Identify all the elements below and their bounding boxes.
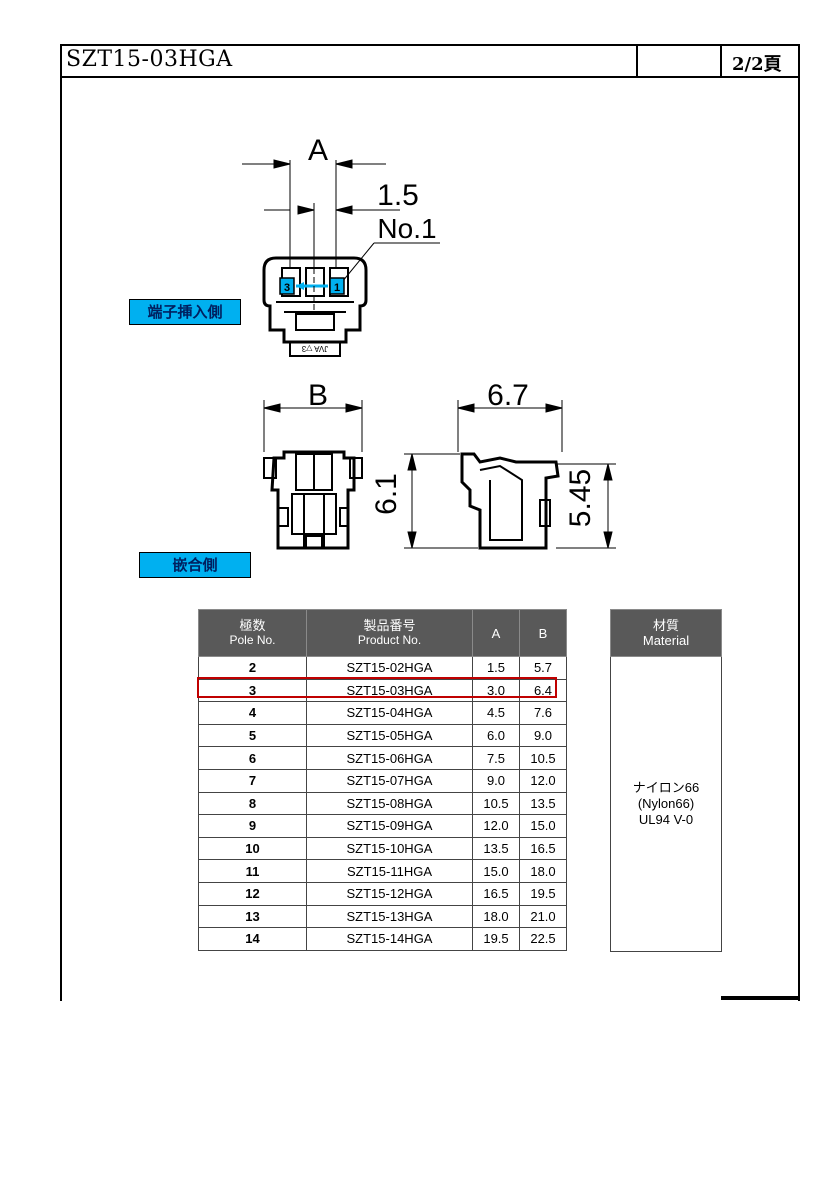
b-value-cell: 21.0 [519, 904, 567, 929]
a-value-cell: 12.0 [472, 814, 520, 838]
pole-cell: 14 [198, 927, 307, 951]
material-cell: ナイロン66(Nylon66)UL94 V-0 [610, 656, 722, 952]
dim-b-label: B [308, 379, 328, 412]
front-view [263, 400, 363, 550]
dim-depth-label: 6.7 [487, 379, 529, 412]
b-value-cell: 12.0 [519, 768, 567, 793]
dim-height1-label: 6.1 [370, 473, 403, 515]
b-value-cell: 16.5 [519, 836, 567, 861]
title-block: SZT15-03HGA [60, 44, 798, 78]
page-divider [720, 44, 722, 76]
no1-label: No.1 [377, 213, 436, 244]
product-cell: SZT15-05HGA [306, 723, 473, 748]
a-value-cell: 15.0 [472, 859, 520, 883]
a-value-cell: 13.5 [472, 836, 520, 861]
product-cell: SZT15-09HGA [306, 814, 473, 838]
pole-cell: 11 [198, 859, 307, 883]
b-value-cell: 10.5 [519, 746, 567, 770]
dim-pitch-label: 1.5 [377, 179, 419, 212]
product-cell: SZT15-14HGA [306, 927, 473, 951]
a-header: A [472, 609, 520, 657]
mating-side-label: 嵌合側 [139, 552, 251, 578]
b-value-cell: 15.0 [519, 814, 567, 838]
document-title: SZT15-03HGA [66, 47, 233, 72]
a-value-cell: 1.5 [472, 656, 520, 680]
b-value-cell: 13.5 [519, 791, 567, 816]
dim-height2-label: 5.45 [564, 469, 597, 527]
product-cell: SZT15-07HGA [306, 768, 473, 793]
a-value-cell: 18.0 [472, 904, 520, 929]
pole-cell: 8 [198, 791, 307, 816]
b-value-cell: 5.7 [519, 656, 567, 680]
a-value-cell: 4.5 [472, 701, 520, 725]
dim-a-label: A [308, 134, 328, 167]
product-cell: SZT15-11HGA [306, 859, 473, 883]
pole-cell: 10 [198, 836, 307, 861]
pole-cell: 2 [198, 656, 307, 680]
product-cell: SZT15-04HGA [306, 701, 473, 725]
b-value-cell: 7.6 [519, 701, 567, 725]
page-number: 2/2頁 [732, 54, 782, 75]
a-value-cell: 9.0 [472, 768, 520, 793]
a-value-cell: 10.5 [472, 791, 520, 816]
pole-cell: 7 [198, 768, 307, 793]
a-value-cell: 6.0 [472, 723, 520, 748]
product-cell: SZT15-08HGA [306, 791, 473, 816]
frame-bottom-bar [721, 996, 798, 1000]
product-cell: SZT15-12HGA [306, 881, 473, 906]
pole-cell: 9 [198, 814, 307, 838]
b-value-cell: 19.5 [519, 881, 567, 906]
b-value-cell: 9.0 [519, 723, 567, 748]
stamp-label: JVA ▽3 [301, 344, 328, 353]
pole-cell: 5 [198, 723, 307, 748]
pole-cell: 13 [198, 904, 307, 929]
b-header: B [519, 609, 567, 657]
title-divider [636, 44, 638, 76]
product-cell: SZT15-02HGA [306, 656, 473, 680]
highlighted-row-outline [197, 677, 557, 698]
pole-cell: 4 [198, 701, 307, 725]
pole-cell: 6 [198, 746, 307, 770]
product-cell: SZT15-06HGA [306, 746, 473, 770]
pin-3-label: 3 [284, 282, 290, 294]
a-value-cell: 19.5 [472, 927, 520, 951]
b-value-cell: 22.5 [519, 927, 567, 951]
top-view [242, 159, 440, 357]
a-value-cell: 16.5 [472, 881, 520, 906]
pole-cell: 12 [198, 881, 307, 906]
drawing-frame [60, 44, 800, 1001]
b-value-cell: 18.0 [519, 859, 567, 883]
product-cell: SZT15-13HGA [306, 904, 473, 929]
product-cell: SZT15-10HGA [306, 836, 473, 861]
side-view [404, 400, 616, 550]
a-value-cell: 7.5 [472, 746, 520, 770]
pin-1-label: 1 [334, 282, 340, 294]
terminal-side-label: 端子挿入側 [129, 299, 241, 325]
